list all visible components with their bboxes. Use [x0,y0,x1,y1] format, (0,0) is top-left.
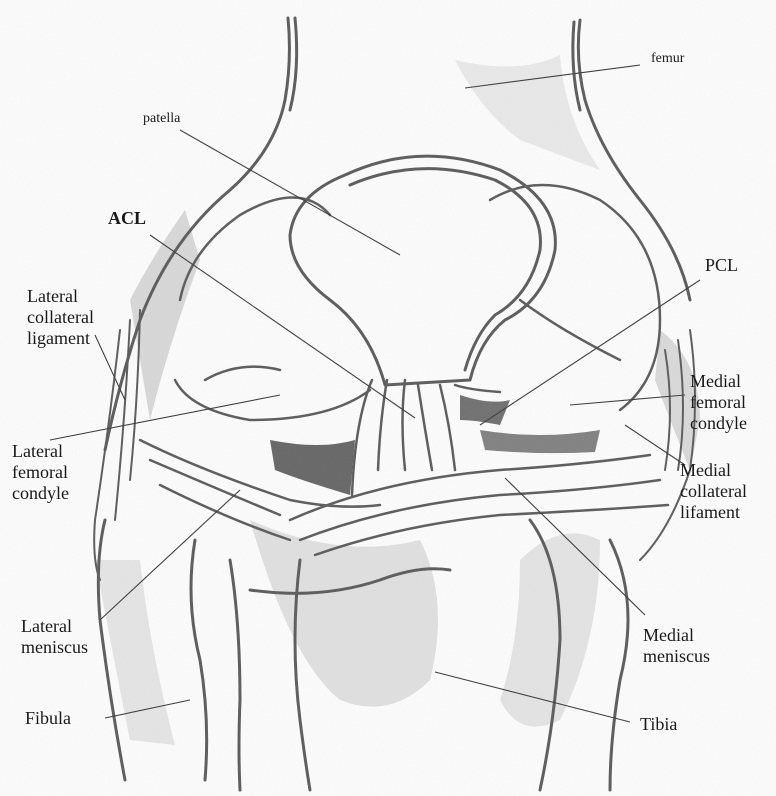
label-pcl: PCL [705,255,738,276]
label-line: femoral [690,392,747,413]
label-line: Medial [690,371,747,392]
label-line: condyle [12,483,69,504]
label-lateral-femoral: Lateral femoral condyle [12,441,69,504]
label-line: ligament [27,328,94,349]
label-line: condyle [690,413,747,434]
label-lateral-meniscus: Lateral meniscus [21,616,88,658]
label-medial-collateral: Medial collateral lifament [680,460,747,523]
label-line: meniscus [643,646,710,667]
label-line: Medial [680,460,747,481]
label-line: collateral [27,307,94,328]
label-medial-femoral: Medial femoral condyle [690,371,747,434]
label-line: Lateral [12,441,69,462]
label-line: lifament [680,502,747,523]
label-fibula: Fibula [25,708,71,729]
label-line: femoral [12,462,69,483]
label-medial-meniscus: Medial meniscus [643,625,710,667]
label-acl: ACL [108,208,146,229]
label-line: Lateral [27,286,94,307]
label-line: Medial [643,625,710,646]
label-lateral-collateral: Lateral collateral ligament [27,286,94,349]
label-line: meniscus [21,637,88,658]
label-femur: femur [651,48,684,69]
label-line: Lateral [21,616,88,637]
label-patella: patella [143,108,180,129]
label-tibia: Tibia [640,714,677,735]
label-line: collateral [680,481,747,502]
